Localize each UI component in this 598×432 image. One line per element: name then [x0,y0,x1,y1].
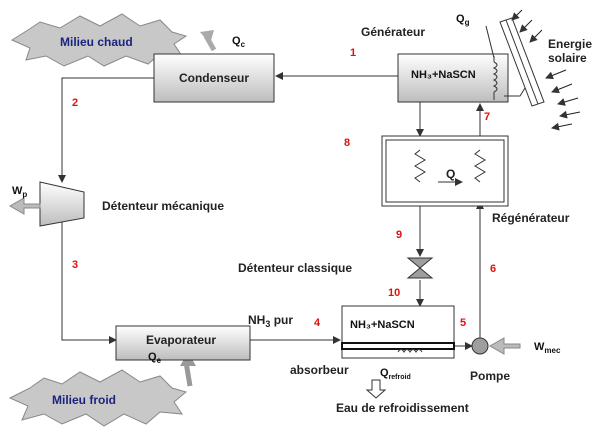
condenseur-box [153,53,275,103]
qg-label: Qg [456,13,470,27]
wp-label: Wp [12,185,27,199]
detenteur-classique-valve [406,257,434,279]
number-8: 8 [344,137,350,149]
evaporateur-box [115,325,251,361]
number-10: 10 [388,287,400,299]
evaporateur-label: Evaporateur [146,333,216,347]
regenerateur-coils [414,149,486,183]
detenteur-mecanique-turbine [39,181,85,227]
absorbeur-band [341,342,455,350]
wp-work-arrow: Wp [8,185,41,215]
sun-rays [511,9,581,131]
nh3-pur-label: NH3 pur [248,313,293,329]
wmec-label: Wmec [534,341,561,355]
milieu-chaud-cloud: Milieu chaud [10,13,188,67]
flow-line-2 [58,77,154,183]
collector-link-top [485,25,495,59]
absorbeur-box [341,305,455,359]
qe-label: Qe [148,351,162,365]
energie-label-1: Energie [548,37,592,51]
wmec-work-arrow: Wmec [488,337,561,355]
generateur-box [397,53,509,103]
number-9: 9 [396,229,402,241]
solar-collector [499,17,545,107]
energie-label-2: solaire [548,51,587,65]
number-1: 1 [350,47,356,59]
number-2: 2 [72,97,78,109]
flow-line-3 [61,222,117,344]
pompe-circle [471,337,489,355]
generateur-title: Générateur [361,25,425,39]
cooling-water-arrow [365,379,387,399]
detenteur-classique-label: Détenteur classique [238,261,352,275]
qc-label: Qc [232,35,246,49]
absorbeur-label: absorbeur [290,363,349,377]
pompe-label: Pompe [470,369,510,383]
detenteur-mecanique-label: Détenteur mécanique [102,199,224,213]
number-3: 3 [72,259,78,271]
absorbeur-content: NH₃+NaSCN [350,319,415,331]
number-6: 6 [490,263,496,275]
qc-heat-arrow [200,30,217,52]
qabs-label: Qrefroid [380,367,411,381]
regenerateur-box [381,135,509,207]
milieu-froid-cloud: Milieu froid [8,369,188,427]
condenseur-label: Condenseur [179,71,249,85]
regenerateur-label: Régénérateur [492,211,570,225]
eau-label: Eau de refroidissement [336,401,469,415]
milieu-chaud-label: Milieu chaud [60,35,133,49]
number-5: 5 [460,317,466,329]
number-7: 7 [484,111,490,123]
milieu-froid-label: Milieu froid [52,393,116,407]
generateur-content: NH₃+NaSCN [411,69,476,81]
absorbeur-coil [397,349,423,353]
number-4: 4 [314,317,321,329]
qreg-label: Q [446,167,455,181]
